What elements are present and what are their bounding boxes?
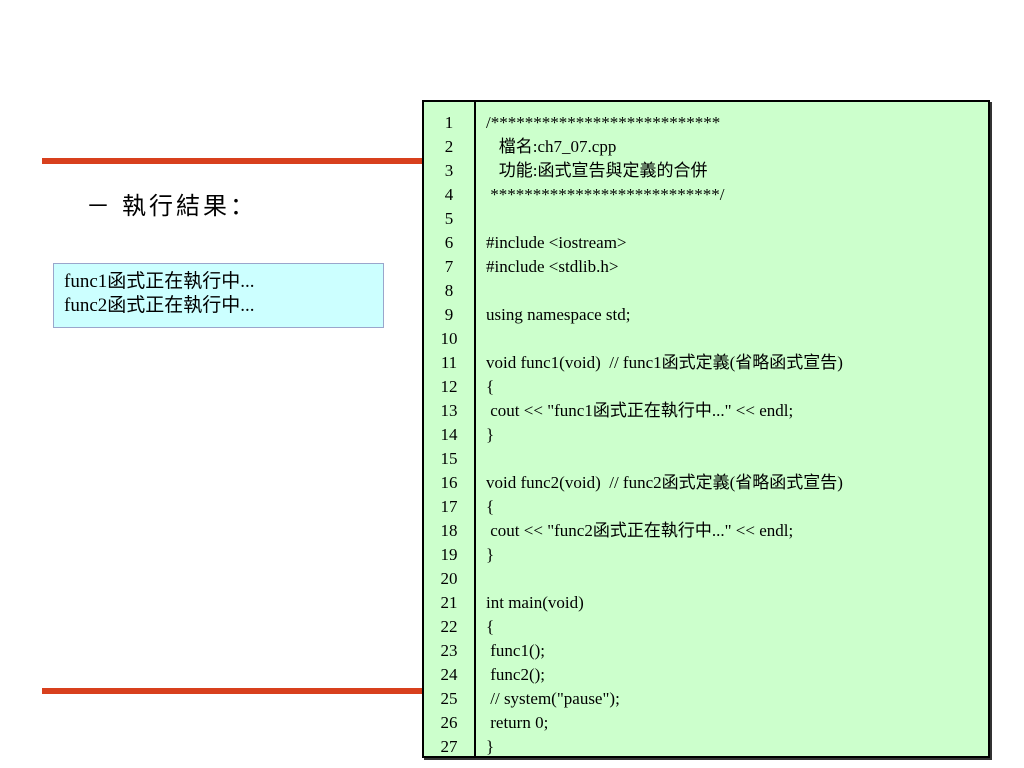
line-number: 2 xyxy=(444,137,454,156)
code-line xyxy=(486,447,988,471)
line-number: 10 xyxy=(440,329,458,348)
code-line xyxy=(486,279,988,303)
output-line: func2函式正在執行中... xyxy=(64,295,255,316)
code-line: { xyxy=(486,377,495,396)
line-number: 3 xyxy=(444,161,454,180)
line-number: 20 xyxy=(440,569,458,588)
code-line: ***************************/ xyxy=(486,185,725,204)
line-number-column: 1 2 3 4 5 6 7 8 9 10 11 12 13 14 15 16 1… xyxy=(424,102,476,756)
code-line: func2(); xyxy=(486,665,546,684)
line-number: 21 xyxy=(440,593,458,612)
section-heading: － 執行結果： xyxy=(86,194,257,220)
output-line: func1函式正在執行中... xyxy=(64,271,255,292)
code-line: #include <stdlib.h> xyxy=(486,257,619,276)
code-line: } xyxy=(486,545,495,564)
line-number: 26 xyxy=(440,713,458,732)
line-number: 19 xyxy=(440,545,458,564)
code-line: return 0; xyxy=(486,713,549,732)
line-number: 16 xyxy=(440,473,458,492)
code-line: } xyxy=(486,737,495,756)
line-number: 6 xyxy=(444,233,454,252)
code-listing: 1 2 3 4 5 6 7 8 9 10 11 12 13 14 15 16 1… xyxy=(422,100,990,758)
line-number: 15 xyxy=(440,449,458,468)
code-line xyxy=(486,327,988,351)
line-number: 5 xyxy=(444,209,454,228)
line-number: 25 xyxy=(440,689,458,708)
code-line: // system("pause"); xyxy=(486,689,620,708)
line-number: 7 xyxy=(444,257,454,276)
program-output-box: func1函式正在執行中... func2函式正在執行中... xyxy=(53,263,384,328)
code-line: cout << "func2函式正在執行中..." << endl; xyxy=(486,521,794,540)
code-line: cout << "func1函式正在執行中..." << endl; xyxy=(486,401,794,420)
code-line: /*************************** xyxy=(486,113,721,132)
line-number: 17 xyxy=(440,497,458,516)
line-number: 13 xyxy=(440,401,458,420)
line-number: 14 xyxy=(440,425,458,444)
line-number: 9 xyxy=(444,305,454,324)
code-line: } xyxy=(486,425,495,444)
code-line: { xyxy=(486,497,495,516)
code-column: /*************************** 檔名:ch7_07.c… xyxy=(476,102,988,756)
line-number: 24 xyxy=(440,665,458,684)
code-line: #include <iostream> xyxy=(486,233,627,252)
code-line: { xyxy=(486,617,495,636)
line-number: 4 xyxy=(444,185,454,204)
code-line: int main(void) xyxy=(486,593,584,612)
code-line: using namespace std; xyxy=(486,305,631,324)
code-line xyxy=(486,207,988,231)
line-number: 18 xyxy=(440,521,458,540)
code-line: void func1(void) // func1函式定義(省略函式宣告) xyxy=(486,353,843,372)
line-number: 23 xyxy=(440,641,458,660)
line-number: 12 xyxy=(440,377,458,396)
line-number: 27 xyxy=(440,737,458,756)
code-line: 功能:函式宣告與定義的合併 xyxy=(486,161,708,180)
line-number: 22 xyxy=(440,617,458,636)
code-line: func1(); xyxy=(486,641,546,660)
line-number: 1 xyxy=(444,113,454,132)
line-number: 11 xyxy=(440,353,458,372)
code-line: void func2(void) // func2函式定義(省略函式宣告) xyxy=(486,473,843,492)
code-line xyxy=(486,567,988,591)
code-line: 檔名:ch7_07.cpp xyxy=(486,137,617,156)
line-number: 8 xyxy=(444,281,454,300)
